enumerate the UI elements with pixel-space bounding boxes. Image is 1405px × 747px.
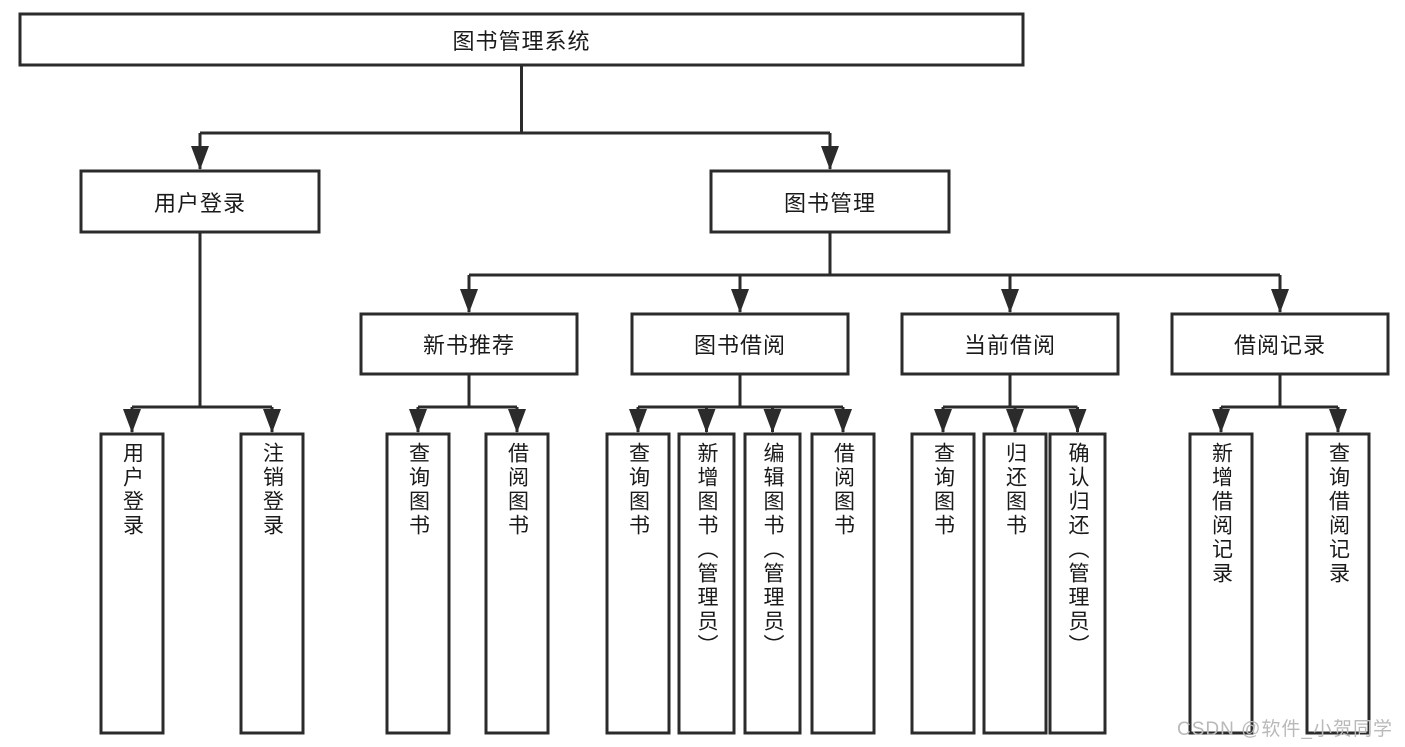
node-box-leaf-logout[interactable] xyxy=(239,432,305,735)
node-box-leaf-query-record[interactable] xyxy=(1305,432,1371,735)
watermark: CSDN @软件_小贺同学 xyxy=(1177,719,1393,740)
node-box-leaf-borrow-book-1[interactable] xyxy=(484,432,550,735)
arrow-head-icon-leaf-add-book xyxy=(697,409,716,433)
node-box-root[interactable] xyxy=(18,12,1025,67)
node-box-leaf-query-book-1[interactable] xyxy=(385,432,451,735)
node-box-leaf-return-book[interactable] xyxy=(982,432,1048,735)
arrow-head-icon-current-borrow xyxy=(1001,289,1019,313)
node-box-leaf-edit-book[interactable] xyxy=(743,432,802,735)
arrow-head-icon-leaf-edit-book xyxy=(763,409,782,433)
node-box-borrow-record[interactable] xyxy=(1170,312,1390,376)
arrow-head-icon-leaf-add-record xyxy=(1212,409,1230,433)
arrow-head-icon-leaf-query-book-3 xyxy=(934,409,952,433)
arrow-head-icon-user-login xyxy=(191,146,209,170)
arrow-head-icon-leaf-query-book-2 xyxy=(629,409,647,433)
arrow-head-icon-new-book-recommend xyxy=(460,289,478,313)
arrow-head-icon-leaf-borrow-book-1 xyxy=(508,409,526,433)
node-box-leaf-query-book-2[interactable] xyxy=(605,432,671,735)
arrow-head-icon-book-borrow xyxy=(731,289,749,313)
node-box-current-borrow[interactable] xyxy=(900,312,1120,376)
arrow-head-icon-leaf-query-book-1 xyxy=(409,409,427,433)
node-box-leaf-query-book-3[interactable] xyxy=(910,432,976,735)
node-box-layer xyxy=(18,12,1390,735)
arrow-head-icon-book-manage xyxy=(821,146,839,170)
node-box-book-borrow[interactable] xyxy=(630,312,850,376)
node-box-leaf-user-login[interactable] xyxy=(99,432,165,735)
arrow-head-icon-leaf-return-book xyxy=(1006,409,1024,433)
connector-layer xyxy=(123,65,1347,433)
node-box-leaf-borrow-book-2[interactable] xyxy=(810,432,876,735)
node-box-leaf-add-book[interactable] xyxy=(677,432,736,735)
node-box-leaf-confirm-return[interactable] xyxy=(1048,432,1107,735)
arrow-head-icon-borrow-record xyxy=(1271,289,1289,313)
arrow-head-icon-leaf-query-record xyxy=(1329,409,1347,433)
arrow-head-icon-leaf-logout xyxy=(263,409,281,433)
node-box-user-login[interactable] xyxy=(79,169,321,234)
arrow-head-icon-leaf-confirm-return xyxy=(1068,409,1087,433)
node-box-book-manage[interactable] xyxy=(709,169,951,234)
node-box-leaf-add-record[interactable] xyxy=(1188,432,1254,735)
arrow-head-icon-leaf-user-login xyxy=(123,409,141,433)
node-box-new-book-recommend[interactable] xyxy=(359,312,579,376)
arrow-head-icon-leaf-borrow-book-2 xyxy=(834,409,852,433)
